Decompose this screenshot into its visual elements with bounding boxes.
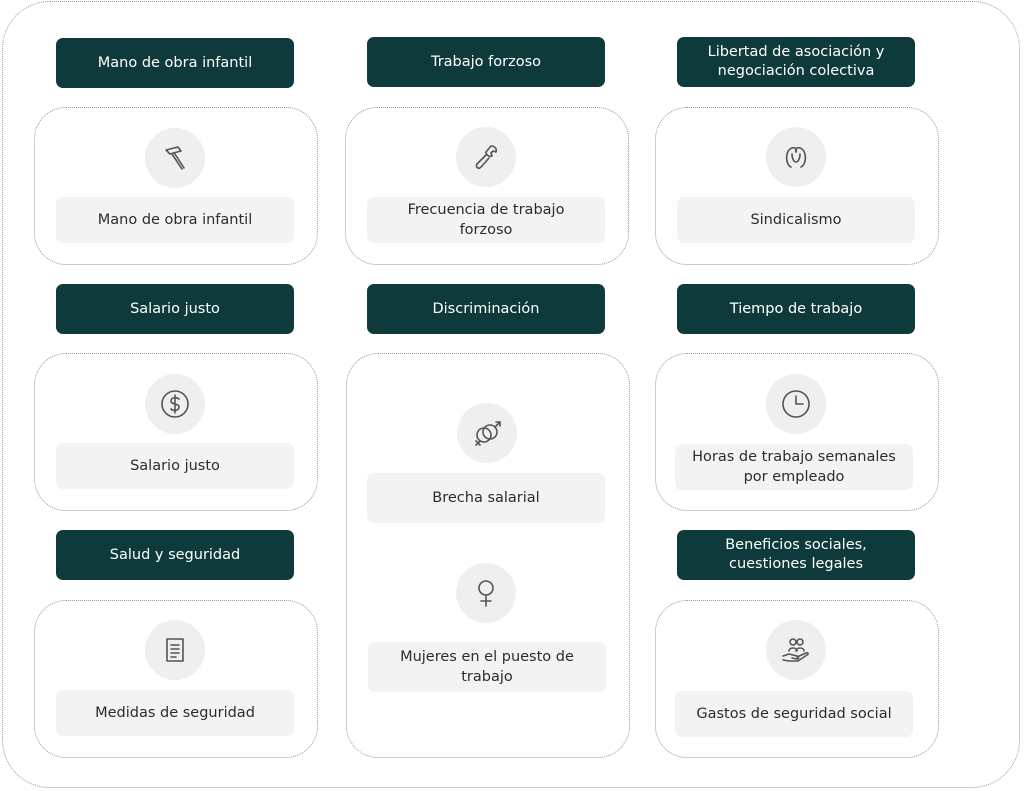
category-panel-salud-y-seguridad: Medidas de seguridad <box>34 600 318 758</box>
people-faces-icon <box>766 127 826 187</box>
category-panel-tiempo-de-trabajo: Horas de trabajo semanales por empleado <box>655 353 939 511</box>
indicator-label: Salario justo <box>56 443 294 489</box>
category-panel-trabajo-forzoso: Frecuencia de trabajo forzoso <box>345 107 629 265</box>
category-header-beneficios-sociales: Beneficios sociales, cuestiones legales <box>677 530 915 580</box>
indicator-label: Brecha salarial <box>367 473 605 523</box>
indicator-label: Mujeres en el puesto de trabajo <box>368 642 606 692</box>
hammer-icon <box>145 128 205 188</box>
indicator-label: Frecuencia de trabajo forzoso <box>367 197 605 243</box>
category-header-salario-justo: Salario justo <box>56 284 294 334</box>
hand-people-icon <box>766 620 826 680</box>
wrench-icon <box>456 127 516 187</box>
category-header-libertad-de-asociacion: Libertad de asociación y negociación col… <box>677 37 915 87</box>
female-symbol-icon <box>456 563 516 623</box>
category-panel-libertad-de-asociacion: Sindicalismo <box>655 107 939 265</box>
category-header-trabajo-forzoso: Trabajo forzoso <box>367 37 605 87</box>
category-header-tiempo-de-trabajo: Tiempo de trabajo <box>677 284 915 334</box>
indicator-label: Medidas de seguridad <box>56 690 294 736</box>
category-panel-discriminacion: Brecha salarial Mujeres en el puesto de … <box>346 353 630 758</box>
document-icon <box>145 620 205 680</box>
indicator-label: Sindicalismo <box>677 197 915 243</box>
category-header-mano-de-obra-infantil: Mano de obra infantil <box>56 38 294 88</box>
category-panel-salario-justo: Salario justo <box>34 353 318 511</box>
category-header-salud-y-seguridad: Salud y seguridad <box>56 530 294 580</box>
indicator-label: Mano de obra infantil <box>56 197 294 243</box>
clock-icon <box>766 374 826 434</box>
category-header-discriminacion: Discriminación <box>367 284 605 334</box>
category-panel-mano-de-obra-infantil: Mano de obra infantil <box>34 107 318 265</box>
category-panel-beneficios-sociales: Gastos de seguridad social <box>655 600 939 758</box>
indicator-label: Gastos de seguridad social <box>675 691 913 737</box>
gender-symbols-icon <box>457 403 517 463</box>
indicator-label: Horas de trabajo semanales por empleado <box>675 444 913 490</box>
dollar-coin-icon <box>145 374 205 434</box>
